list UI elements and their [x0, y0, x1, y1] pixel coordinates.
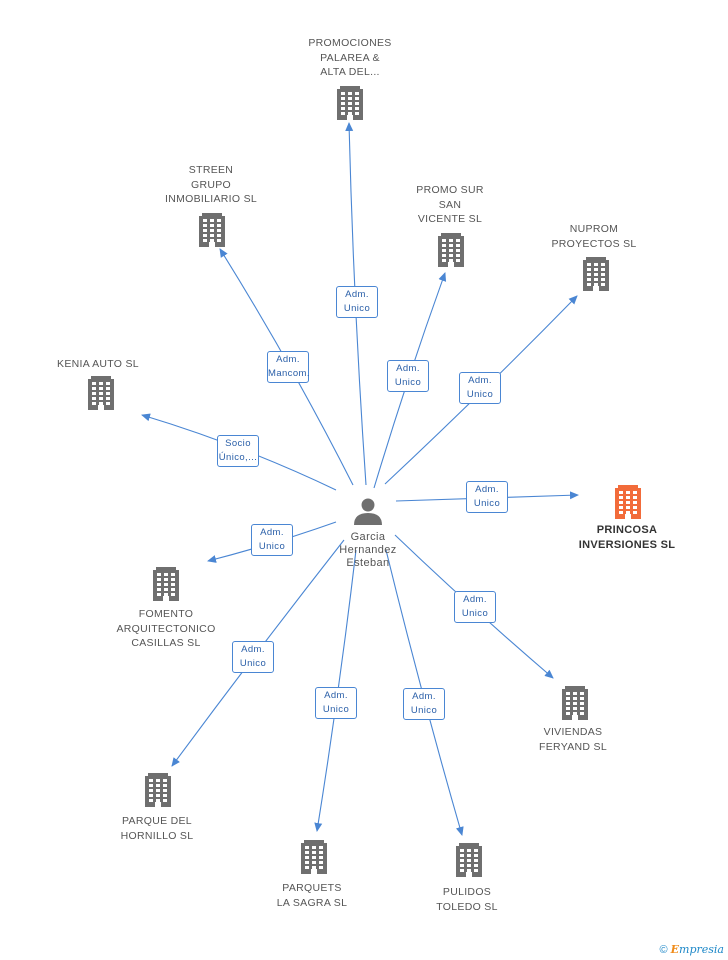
company-name-line: PARQUE DEL [122, 815, 192, 827]
company-streen[interactable]: STREEN GRUPO INMOBILIARIO SL [136, 163, 286, 207]
company-name-line: TOLEDO SL [436, 900, 498, 913]
relation-label-line: Adm. [241, 644, 265, 655]
relation-label-line: Adm. [260, 527, 284, 538]
company-princosa[interactable]: PRINCOSA INVERSIONES SL [552, 523, 702, 553]
relation-label-line: Adm. [345, 289, 369, 300]
person-name-line: Garcia [350, 531, 386, 543]
company-nuprom[interactable]: NUPROM PROYECTOS SL [519, 222, 669, 251]
company-name-line: ALTA DEL... [320, 66, 380, 78]
company-name-line: PROMO SUR [416, 184, 484, 196]
copyright-icon: © [659, 944, 668, 956]
relation-label-line: Adm. [475, 484, 499, 495]
company-fomento[interactable]: FOMENTO ARQUITECTONICO CASILLAS SL [91, 607, 241, 651]
company-name-line: PROMOCIONES [308, 37, 392, 49]
relation-badge-viviendas[interactable]: Adm. Unico [454, 591, 496, 623]
company-name-line: PARQUETS [282, 882, 342, 894]
relation-label-line: Unico [239, 658, 267, 669]
relation-label-line: Unico [466, 389, 494, 400]
relation-label-line: Adm. [276, 354, 300, 365]
building-icon-parque [145, 773, 171, 807]
company-name-line: PRINCOSA [596, 524, 658, 536]
company-pulidos[interactable]: PULIDOS TOLEDO SL [392, 885, 542, 914]
company-name-line: FOMENTO [138, 608, 194, 620]
relation-label-line: Unico [473, 498, 501, 509]
relation-label-line: Unico [322, 704, 350, 715]
company-viviendas[interactable]: VIVIENDAS FERYAND SL [498, 725, 648, 754]
building-icon-promociones [337, 86, 363, 120]
relation-badge-nuprom[interactable]: Adm. Unico [459, 372, 501, 404]
empresia-logo: Empresia [670, 943, 724, 956]
building-icon-nuprom [583, 257, 609, 291]
building-icon-viviendas [562, 686, 588, 720]
company-name-line: KENIA AUTO SL [57, 358, 139, 370]
company-name-line: VICENTE SL [417, 213, 483, 225]
relation-badge-parquets[interactable]: Adm. Unico [315, 687, 357, 719]
company-kenia[interactable]: KENIA AUTO SL [23, 357, 173, 372]
company-name-line: CASILLAS SL [131, 637, 201, 649]
relation-badge-parque[interactable]: Adm. Unico [232, 641, 274, 673]
relation-label-line: Unico [343, 303, 371, 314]
company-name-line: ARQUITECTONICO [116, 622, 216, 635]
relation-label-line: Único,... [218, 452, 258, 463]
company-name-line: PULIDOS [442, 886, 492, 898]
company-name-line: PROYECTOS SL [551, 237, 637, 250]
relation-badge-promociones[interactable]: Adm. Unico [336, 286, 378, 318]
company-name-line: HORNILLO SL [120, 829, 194, 842]
company-name-line: STREEN [188, 164, 234, 176]
relation-badge-streen[interactable]: Adm. Mancom. [267, 351, 309, 383]
company-promo-sur[interactable]: PROMO SUR SAN VICENTE SL [375, 183, 525, 227]
building-icon-promo-sur [438, 233, 464, 267]
relation-badge-princosa[interactable]: Adm. Unico [466, 481, 508, 513]
relation-label-line: Unico [410, 705, 438, 716]
building-icon-princosa [615, 485, 641, 519]
person-name-line: Hernandez [339, 544, 397, 556]
relation-label-line: Adm. [324, 690, 348, 701]
person-icon [354, 498, 382, 525]
relation-badge-fomento[interactable]: Adm. Unico [251, 524, 293, 556]
company-name-line: SAN [438, 198, 462, 211]
company-name-line: PALAREA & [320, 51, 380, 64]
company-name-line: NUPROM [569, 223, 619, 235]
relation-label-line: Adm. [412, 691, 436, 702]
company-name-line: INMOBILIARIO SL [164, 193, 258, 205]
building-icon-parquets [301, 840, 327, 874]
building-icon-fomento [153, 567, 179, 601]
relation-label-line: Adm. [396, 363, 420, 374]
relation-badge-promo-sur[interactable]: Adm. Unico [387, 360, 429, 392]
building-icon-streen [199, 213, 225, 247]
company-promociones[interactable]: PROMOCIONES PALAREA & ALTA DEL... [275, 36, 425, 80]
company-parque[interactable]: PARQUE DEL HORNILLO SL [82, 814, 232, 843]
building-icon-kenia [88, 376, 114, 410]
company-name-line: LA SAGRA SL [276, 896, 348, 909]
company-name-line: FERYAND SL [539, 740, 607, 753]
company-name-line: INVERSIONES SL [578, 539, 676, 551]
relation-label-line: Unico [394, 377, 422, 388]
relation-badge-pulidos[interactable]: Adm. Unico [403, 688, 445, 720]
company-name-line: GRUPO [190, 178, 231, 191]
company-parquets[interactable]: PARQUETS LA SAGRA SL [237, 881, 387, 910]
relation-label-line: Unico [461, 608, 489, 619]
relation-label-line: Adm. [468, 375, 492, 386]
person-name-line: Esteban [346, 557, 390, 569]
relation-label-line: Socio [225, 438, 251, 449]
company-name-line: VIVIENDAS [543, 726, 603, 738]
footer-brand: © Empresia [659, 943, 724, 956]
relation-label-line: Unico [258, 541, 286, 552]
building-icon-pulidos [456, 843, 482, 877]
relation-label-line: Adm. [463, 594, 487, 605]
relation-label-line: Mancom. [268, 368, 310, 379]
